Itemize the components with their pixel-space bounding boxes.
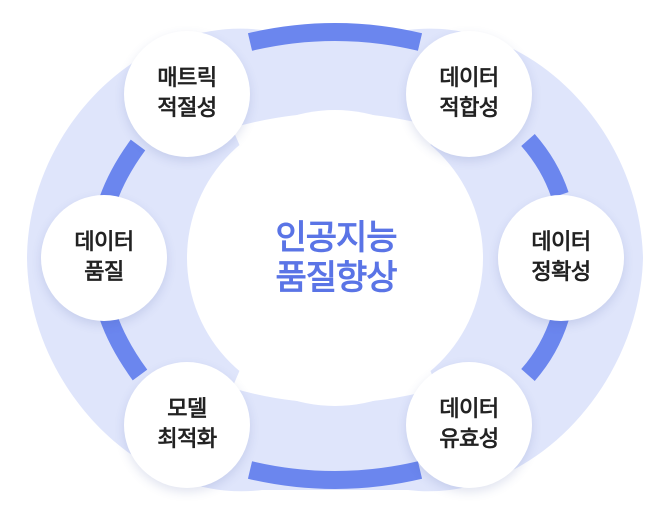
center-title: 인공지능 품질향상 xyxy=(275,218,397,298)
ring-top xyxy=(247,23,423,51)
node-label-line1: 매트릭 xyxy=(157,66,217,91)
center-title-line2: 품질향상 xyxy=(275,258,397,298)
node-label-line1: 데이터 xyxy=(439,397,499,422)
ring-left-lower xyxy=(99,312,148,381)
node-label-line2: 정확성 xyxy=(531,260,591,285)
node-label-line2: 유효성 xyxy=(439,427,499,452)
center-title-line1: 인공지능 xyxy=(275,218,397,258)
node-data-validity: 데이터 유효성 xyxy=(406,362,532,488)
node-label-line2: 최적화 xyxy=(157,427,217,452)
ring-right-upper xyxy=(521,134,569,198)
node-label-line2: 품질 xyxy=(84,260,124,285)
node-label-line1: 데이터 xyxy=(439,66,499,91)
node-label-line2: 적합성 xyxy=(439,96,499,121)
node-matrix-appropriateness: 매트릭 적절성 xyxy=(124,31,250,157)
node-model-optimization: 모델 최적화 xyxy=(124,362,250,488)
ring-bottom xyxy=(247,461,423,489)
center-disc xyxy=(187,110,483,406)
node-label-line1: 데이터 xyxy=(74,230,134,255)
node-data-suitability: 데이터 적합성 xyxy=(406,31,532,157)
node-data-quality: 데이터 품질 xyxy=(41,195,167,321)
node-label-line1: 데이터 xyxy=(531,230,591,255)
node-label-line2: 적절성 xyxy=(157,96,217,121)
ring-right-lower xyxy=(521,315,569,381)
node-data-accuracy: 데이터 정확성 xyxy=(498,195,624,321)
node-label-line1: 모델 xyxy=(167,397,207,422)
